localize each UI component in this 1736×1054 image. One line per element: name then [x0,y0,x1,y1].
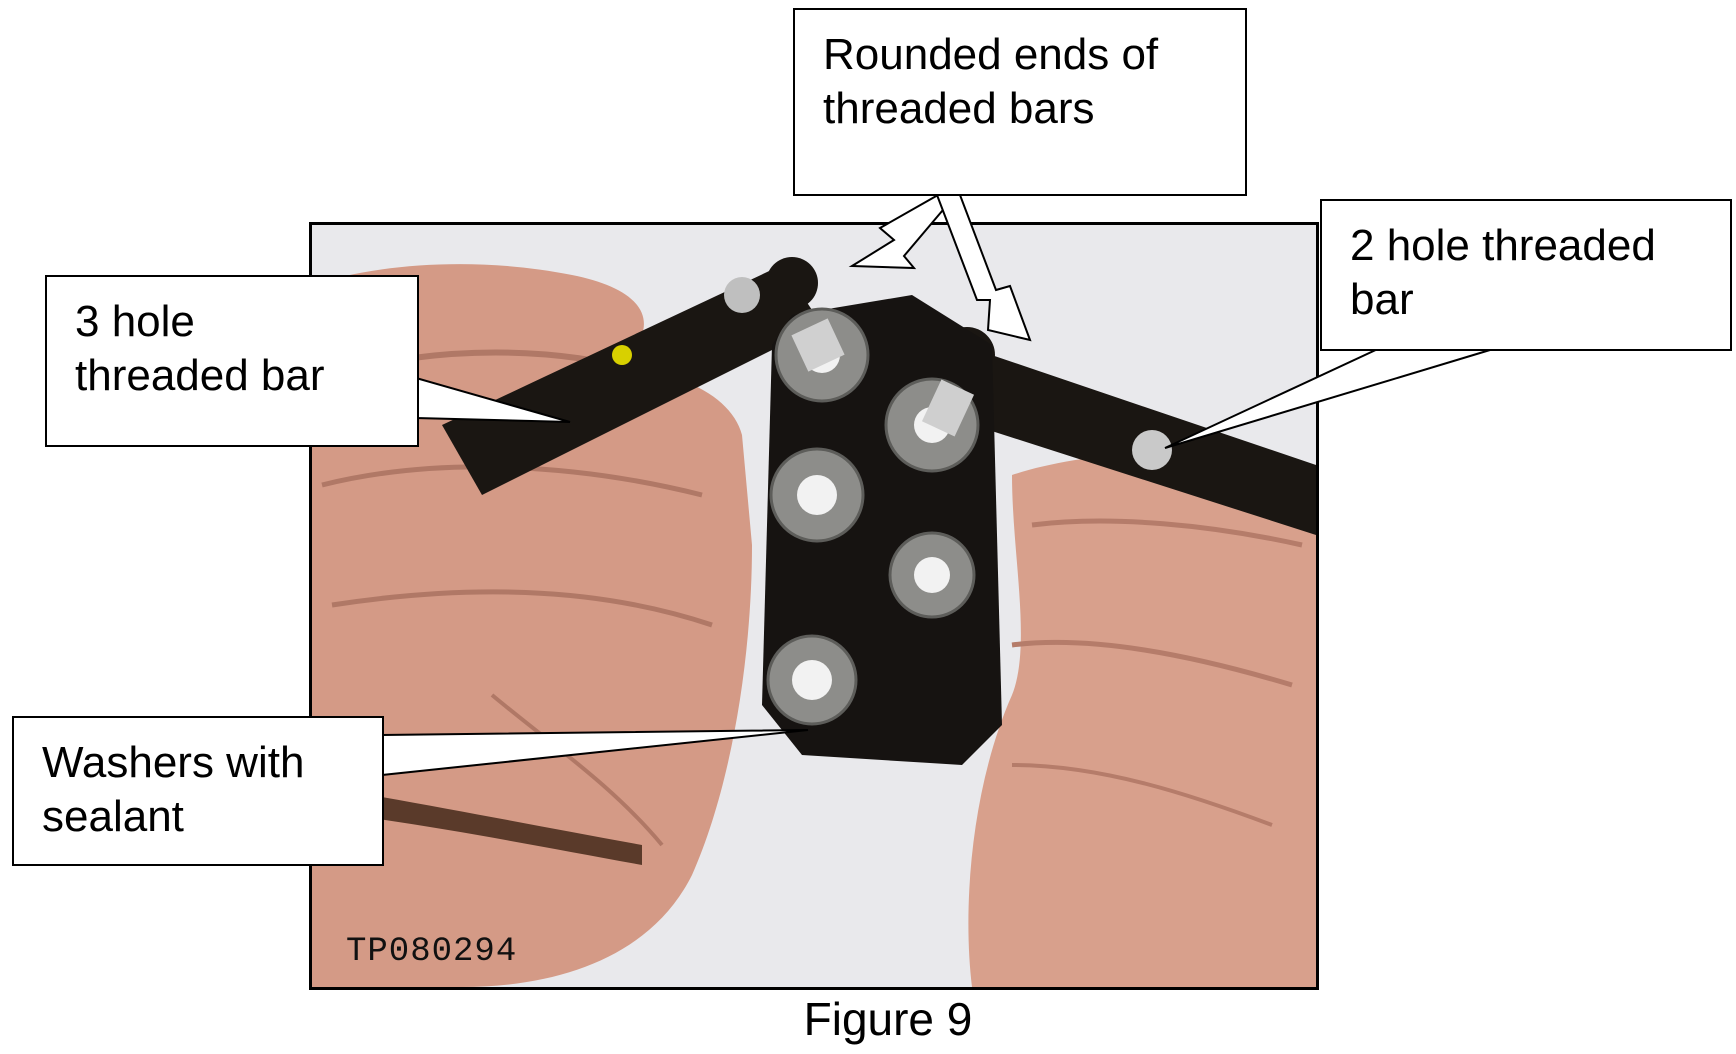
leader-two-hole [1164,346,1491,449]
arrow-left-rounded-end [848,193,950,270]
callout-washers-line2: sealant [42,792,184,841]
figure-caption: Figure 9 [803,993,973,1045]
callout-washers: Washers with sealant [12,716,384,866]
callout-three-hole-line2: threaded bar [75,351,325,400]
callout-rounded-ends-line1: Rounded ends of [823,30,1159,79]
photo-illustration [312,225,1316,987]
callout-three-hole-line1: 3 hole [75,297,195,346]
callout-rounded-ends-line2: threaded bars [823,84,1095,133]
callout-washers-line1: Washers with [42,738,305,787]
arrow-right-rounded-end [935,194,1032,342]
callout-two-hole-line2: bar [1350,275,1414,324]
figure-photo: TP080294 [309,222,1319,990]
callout-two-hole-line1: 2 hole threaded [1350,221,1656,270]
callout-three-hole-bar: 3 hole threaded bar [45,275,419,447]
leader-three-hole [415,376,571,423]
photo-reference-code: TP080294 [346,933,518,971]
callout-two-hole-bar: 2 hole threaded bar [1320,199,1732,351]
callout-rounded-ends: Rounded ends of threaded bars [793,8,1247,196]
leader-washers [381,729,809,777]
